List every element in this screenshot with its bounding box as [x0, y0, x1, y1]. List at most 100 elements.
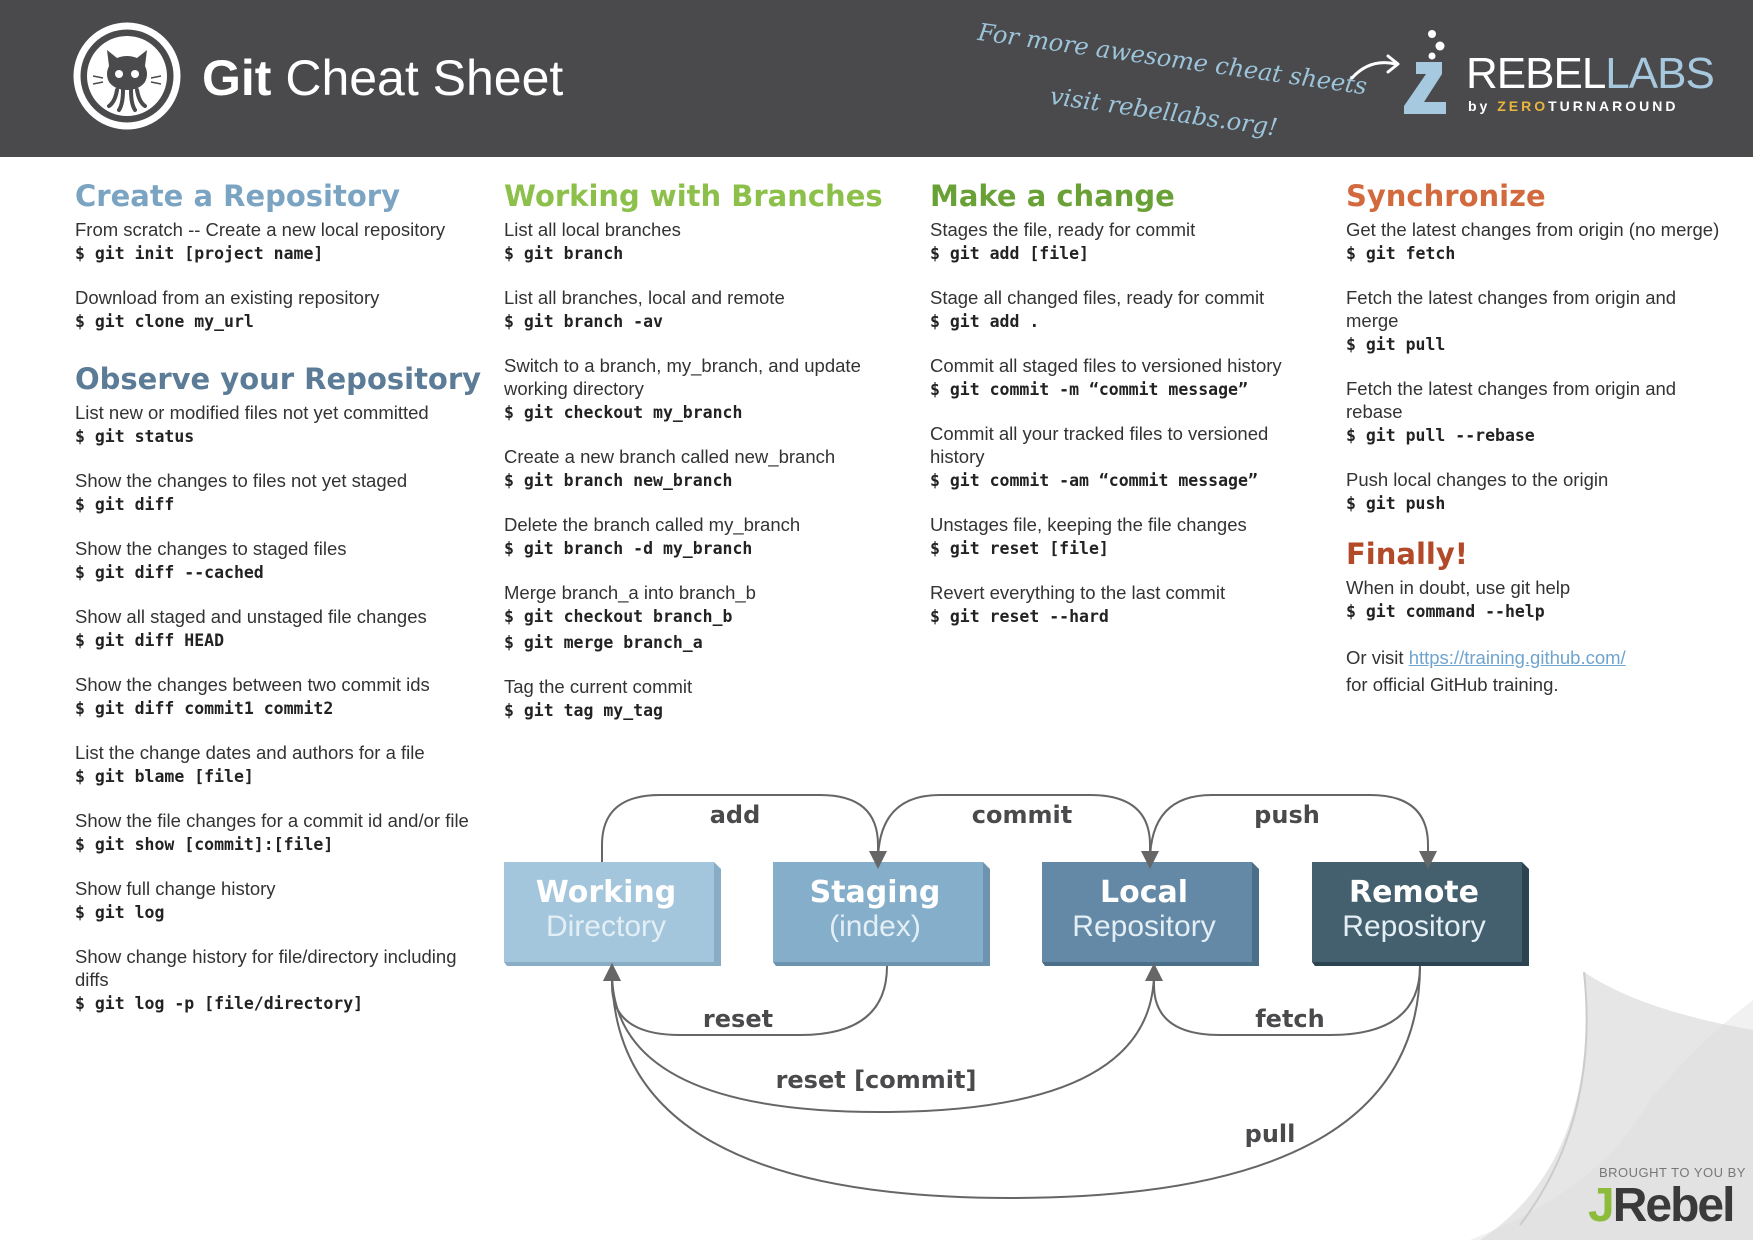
command-item: Merge branch_a into branch_b $ git checko…	[504, 581, 874, 656]
arrow-reset-commit	[603, 963, 1155, 1114]
rebellabs-logo-icon	[1404, 30, 1446, 114]
command-description: Revert everything to the last commit	[930, 582, 1226, 603]
command-code: $ git pull --rebase	[1346, 426, 1535, 445]
jrebel-logo: JRebel	[1588, 1179, 1735, 1232]
command-description: Download from an existing repository	[75, 287, 380, 308]
box-title-local: Local	[1100, 875, 1188, 910]
box-sub-staging: (index)	[829, 910, 921, 943]
command-description: Commit all your tracked files to version…	[930, 423, 1269, 467]
command-description: List new or modified files not yet commi…	[75, 402, 429, 423]
box-working-directory: Working Directory	[504, 862, 721, 966]
command-code: $ git add .	[930, 312, 1040, 331]
command-description: Show the file changes for a commit id an…	[75, 810, 469, 831]
command-description: Show the changes to files not yet staged	[75, 470, 408, 491]
command-code: $ git log	[75, 903, 165, 922]
label-reset-commit: reset [commit]	[776, 1066, 977, 1094]
command-description: Show all staged and unstaged file change…	[75, 606, 427, 627]
command-item: Get the latest changes from origin (no m…	[1346, 218, 1726, 267]
section-heading-branches: Working with Branches	[504, 179, 883, 213]
finally-help-item: When in doubt, use git help $ git comman…	[1346, 576, 1726, 625]
command-description: Show full change history	[75, 878, 276, 899]
training-link[interactable]: https://training.github.com/	[1408, 647, 1626, 668]
command-item: Show the changes to staged files $ git di…	[75, 537, 475, 586]
command-item: List all local branches $ git branch	[504, 218, 874, 267]
command-description: Stages the file, ready for commit	[930, 219, 1196, 240]
command-code: $ git merge branch_a	[504, 633, 703, 652]
box-sub-working: Directory	[546, 910, 666, 943]
command-item: Create a new branch called new_branch$ g…	[504, 445, 874, 494]
command-code: $ git diff --cached	[75, 563, 264, 582]
command-description: Commit all staged files to versioned his…	[930, 355, 1282, 376]
page-title: Git Cheat Sheet	[202, 50, 564, 106]
command-code: $ git reset [file]	[930, 539, 1109, 558]
command-code: $ git init [project name]	[75, 244, 324, 263]
section-heading-observe: Observe your Repository	[75, 362, 482, 396]
box-local-repository: Local Repository	[1042, 862, 1259, 966]
label-commit: commit	[972, 801, 1072, 829]
finally-visit: Or visit https://training.github.com/ fo…	[1346, 647, 1626, 695]
command-description: List the change dates and authors for a …	[75, 742, 425, 763]
command-code: $ git diff commit1 commit2	[75, 699, 334, 718]
section-heading-sync: Synchronize	[1346, 179, 1546, 213]
column-4: Synchronize Get the latest changes from …	[1346, 178, 1726, 698]
command-code: $ git diff HEAD	[75, 631, 225, 650]
command-code: $ git commit -m “commit message”	[930, 380, 1248, 399]
arrow-pull	[611, 965, 1421, 1200]
command-description: List all branches, local and remote	[504, 287, 785, 308]
label-reset: reset	[703, 1005, 773, 1033]
arrow-push	[1149, 794, 1437, 869]
label-push: push	[1254, 801, 1320, 829]
command-item: Commit all your tracked files to version…	[930, 422, 1310, 494]
command-code: $ git pull	[1346, 335, 1446, 354]
command-code: $ git checkout branch_b	[504, 607, 733, 626]
rebellabs-byline: by ZEROTURNAROUND	[1468, 98, 1679, 114]
command-description: Show the changes to staged files	[75, 538, 347, 559]
command-code: $ git branch -d my_branch	[504, 539, 753, 558]
command-description: From scratch -- Create a new local repos…	[75, 219, 446, 240]
finally-desc: When in doubt, use git help	[1346, 577, 1571, 598]
command-item: Tag the current commit$ git tag my_tag	[504, 675, 874, 724]
command-item: List the change dates and authors for a …	[75, 741, 475, 790]
label-add: add	[710, 801, 761, 829]
box-title-working: Working	[536, 875, 677, 910]
command-description: List all local branches	[504, 219, 681, 240]
rebellabs-brand: REBELLABS	[1466, 49, 1715, 98]
command-item: Fetch the latest changes from origin and…	[1346, 286, 1726, 358]
command-code: $ git log -p [file/directory]	[75, 994, 364, 1013]
command-description: Create a new branch called new_branch	[504, 446, 836, 467]
section-heading-change: Make a change	[930, 179, 1175, 213]
github-octocat-icon	[73, 22, 181, 130]
command-code: $ git branch -av	[504, 312, 663, 331]
command-code: $ git add [file]	[930, 244, 1089, 263]
command-code: $ git fetch	[1346, 244, 1456, 263]
command-item: From scratch -- Create a new local repos…	[75, 218, 475, 267]
box-staging: Staging (index)	[773, 862, 990, 966]
command-code: $ git diff	[75, 495, 175, 514]
command-description: Fetch the latest changes from origin and…	[1346, 378, 1677, 422]
section-heading-create: Create a Repository	[75, 179, 400, 213]
command-description: Switch to a branch, my_branch, and updat…	[504, 355, 861, 399]
promo-arrow-icon	[1350, 54, 1400, 80]
arrow-add	[601, 794, 887, 869]
command-item: List new or modified files not yet commi…	[75, 401, 475, 450]
brought-to-you-by: BROUGHT TO YOU BY	[1599, 1165, 1746, 1180]
change-items: Stages the file, ready for commit $ git a…	[930, 218, 1310, 630]
command-item: Show full change history $ git log	[75, 877, 475, 926]
command-item: Unstages file, keeping the file changes$…	[930, 513, 1310, 562]
command-code: $ git reset --hard	[930, 607, 1109, 626]
command-item: Revert everything to the last commit $ gi…	[930, 581, 1310, 630]
label-fetch: fetch	[1255, 1005, 1325, 1033]
command-code: $ git branch	[504, 244, 624, 263]
command-description: Push local changes to the origin	[1346, 469, 1609, 490]
command-description: Merge branch_a into branch_b	[504, 582, 756, 603]
column-1: Create a Repository From scratch -- Crea…	[75, 178, 482, 1036]
command-description: Delete the branch called my_branch	[504, 514, 801, 535]
command-description: Fetch the latest changes from origin and…	[1346, 287, 1677, 331]
command-code: $ git status	[75, 427, 195, 446]
command-item: Switch to a branch, my_branch, and updat…	[504, 354, 874, 426]
arrow-commit	[877, 794, 1159, 869]
command-item: Commit all staged files to versioned his…	[930, 354, 1310, 403]
sync-items: Get the latest changes from origin (no m…	[1346, 218, 1726, 517]
box-title-remote: Remote	[1349, 875, 1479, 910]
